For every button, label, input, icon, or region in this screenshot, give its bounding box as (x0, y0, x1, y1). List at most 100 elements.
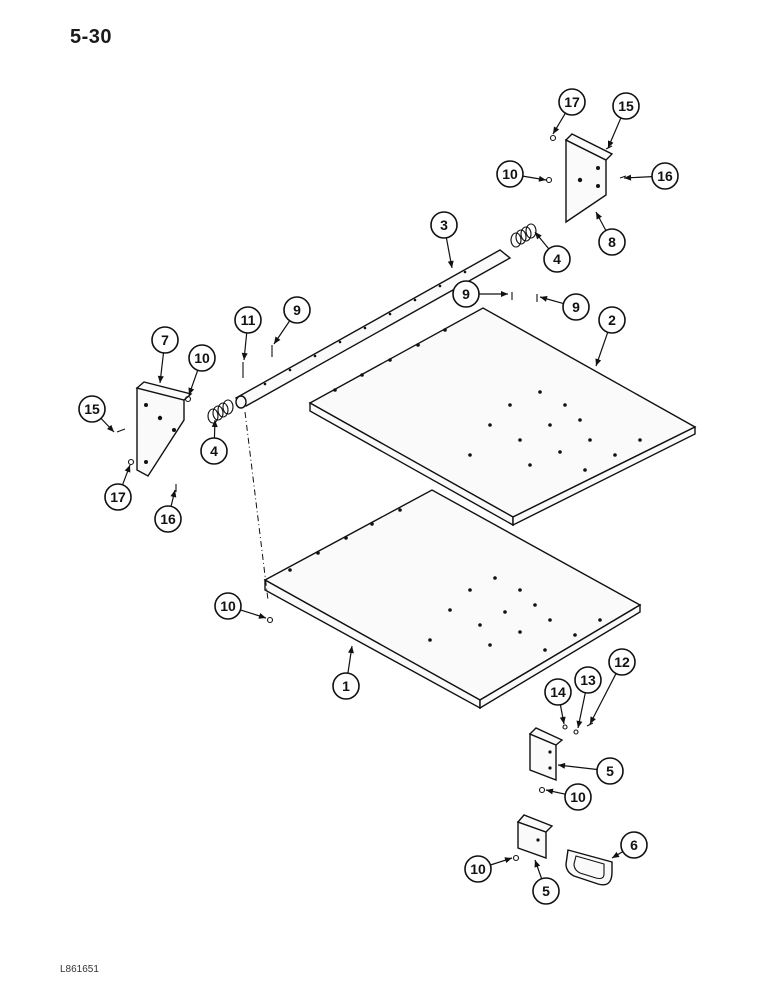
callout-circle (564, 783, 592, 811)
callout-label: 10 (502, 166, 518, 182)
callout-circle (430, 211, 458, 239)
callout-circle (332, 672, 360, 700)
callout-9: 9 (452, 280, 480, 308)
callout-label: 9 (293, 302, 301, 318)
callout-circle (544, 678, 572, 706)
leader-arrowhead (258, 613, 266, 619)
callout-12: 12 (608, 648, 636, 676)
leader-arrowhead (595, 358, 602, 366)
callout-13: 13 (574, 666, 602, 694)
leader-arrowhead (157, 375, 164, 383)
callout-circle (596, 757, 624, 785)
callout-circle (188, 344, 216, 372)
callout-label: 10 (470, 861, 486, 877)
callout-circle (612, 92, 640, 120)
shield-6 (565, 849, 613, 886)
leader-arrowhead (447, 260, 454, 268)
callout-label: 14 (550, 684, 566, 700)
callout-circle (283, 296, 311, 324)
callout-label: 4 (210, 443, 218, 459)
callout-label: 17 (110, 489, 126, 505)
bracket-8 (564, 133, 614, 224)
leader-arrowhead (546, 788, 554, 795)
leader-arrowhead (576, 720, 583, 728)
callout-circle (620, 831, 648, 859)
page-number: 5-30 (70, 26, 113, 48)
callout-label: 1 (342, 678, 350, 694)
leader-lines (100, 112, 653, 879)
callout-circle (104, 483, 132, 511)
callout-label: 15 (84, 401, 100, 417)
leader-arrowhead (241, 352, 248, 360)
panel-1 (263, 489, 642, 710)
leader-arrowhead (608, 140, 614, 148)
callout-label: 5 (606, 763, 614, 779)
callout-17: 17 (104, 483, 132, 511)
callout-circle (151, 326, 179, 354)
callout-label: 4 (553, 251, 561, 267)
callout-circle (598, 306, 626, 334)
callout-6: 6 (620, 831, 648, 859)
alignment-line (244, 411, 269, 601)
callout-15: 15 (78, 395, 106, 423)
leader-arrowhead (106, 424, 114, 432)
callout-label: 5 (542, 883, 550, 899)
callout-circle (464, 855, 492, 883)
callout-label: 2 (608, 312, 616, 328)
callout-label: 16 (160, 511, 176, 527)
callout-3: 3 (430, 211, 458, 239)
callout-label: 9 (462, 286, 470, 302)
callout-circle (200, 437, 228, 465)
callout-10: 10 (214, 592, 242, 620)
callout-circle (543, 245, 571, 273)
callout-label: 10 (220, 598, 236, 614)
callout-label: 16 (657, 168, 673, 184)
leader-arrowhead (347, 646, 354, 654)
callout-label: 10 (570, 789, 586, 805)
leader-arrowhead (553, 126, 560, 134)
leader-line (589, 673, 617, 725)
callout-label: 15 (618, 98, 634, 114)
leader-arrowhead (274, 336, 281, 344)
callout-9: 9 (283, 296, 311, 324)
callout-11: 11 (234, 306, 262, 334)
callout-circle (496, 160, 524, 188)
callout-circle (532, 877, 560, 905)
shaft-3 (234, 249, 512, 409)
callout-16: 16 (651, 162, 679, 190)
callout-label: 12 (614, 654, 630, 670)
callout-label: 11 (241, 312, 256, 328)
callout-circle (651, 162, 679, 190)
callout-label: 13 (580, 672, 596, 688)
leader-arrowhead (596, 212, 602, 220)
callout-circle (574, 666, 602, 694)
leader-arrowhead (170, 490, 177, 498)
bracket-5-lower (516, 814, 554, 859)
callout-label: 10 (194, 350, 210, 366)
figure-id: L861651 (60, 964, 99, 975)
callout-label: 8 (608, 234, 616, 250)
leader-arrowhead (504, 857, 512, 864)
callout-1: 1 (332, 672, 360, 700)
callout-2: 2 (598, 306, 626, 334)
callout-10: 10 (464, 855, 492, 883)
bracket-5-upper (528, 727, 564, 782)
callout-circle (78, 395, 106, 423)
callout-9: 9 (562, 293, 590, 321)
callout-circle (214, 592, 242, 620)
leader-arrowhead (590, 716, 596, 724)
callout-circle (562, 293, 590, 321)
callout-label: 7 (161, 332, 169, 348)
panel-2 (308, 307, 697, 527)
leader-arrowhead (211, 420, 218, 428)
callout-8: 8 (598, 228, 626, 256)
callout-4: 4 (200, 437, 228, 465)
callout-10: 10 (188, 344, 216, 372)
callout-5: 5 (596, 757, 624, 785)
callout-5: 5 (532, 877, 560, 905)
callout-14: 14 (544, 678, 572, 706)
callout-17: 17 (558, 88, 586, 116)
leader-arrowhead (624, 174, 632, 181)
callout-10: 10 (564, 783, 592, 811)
